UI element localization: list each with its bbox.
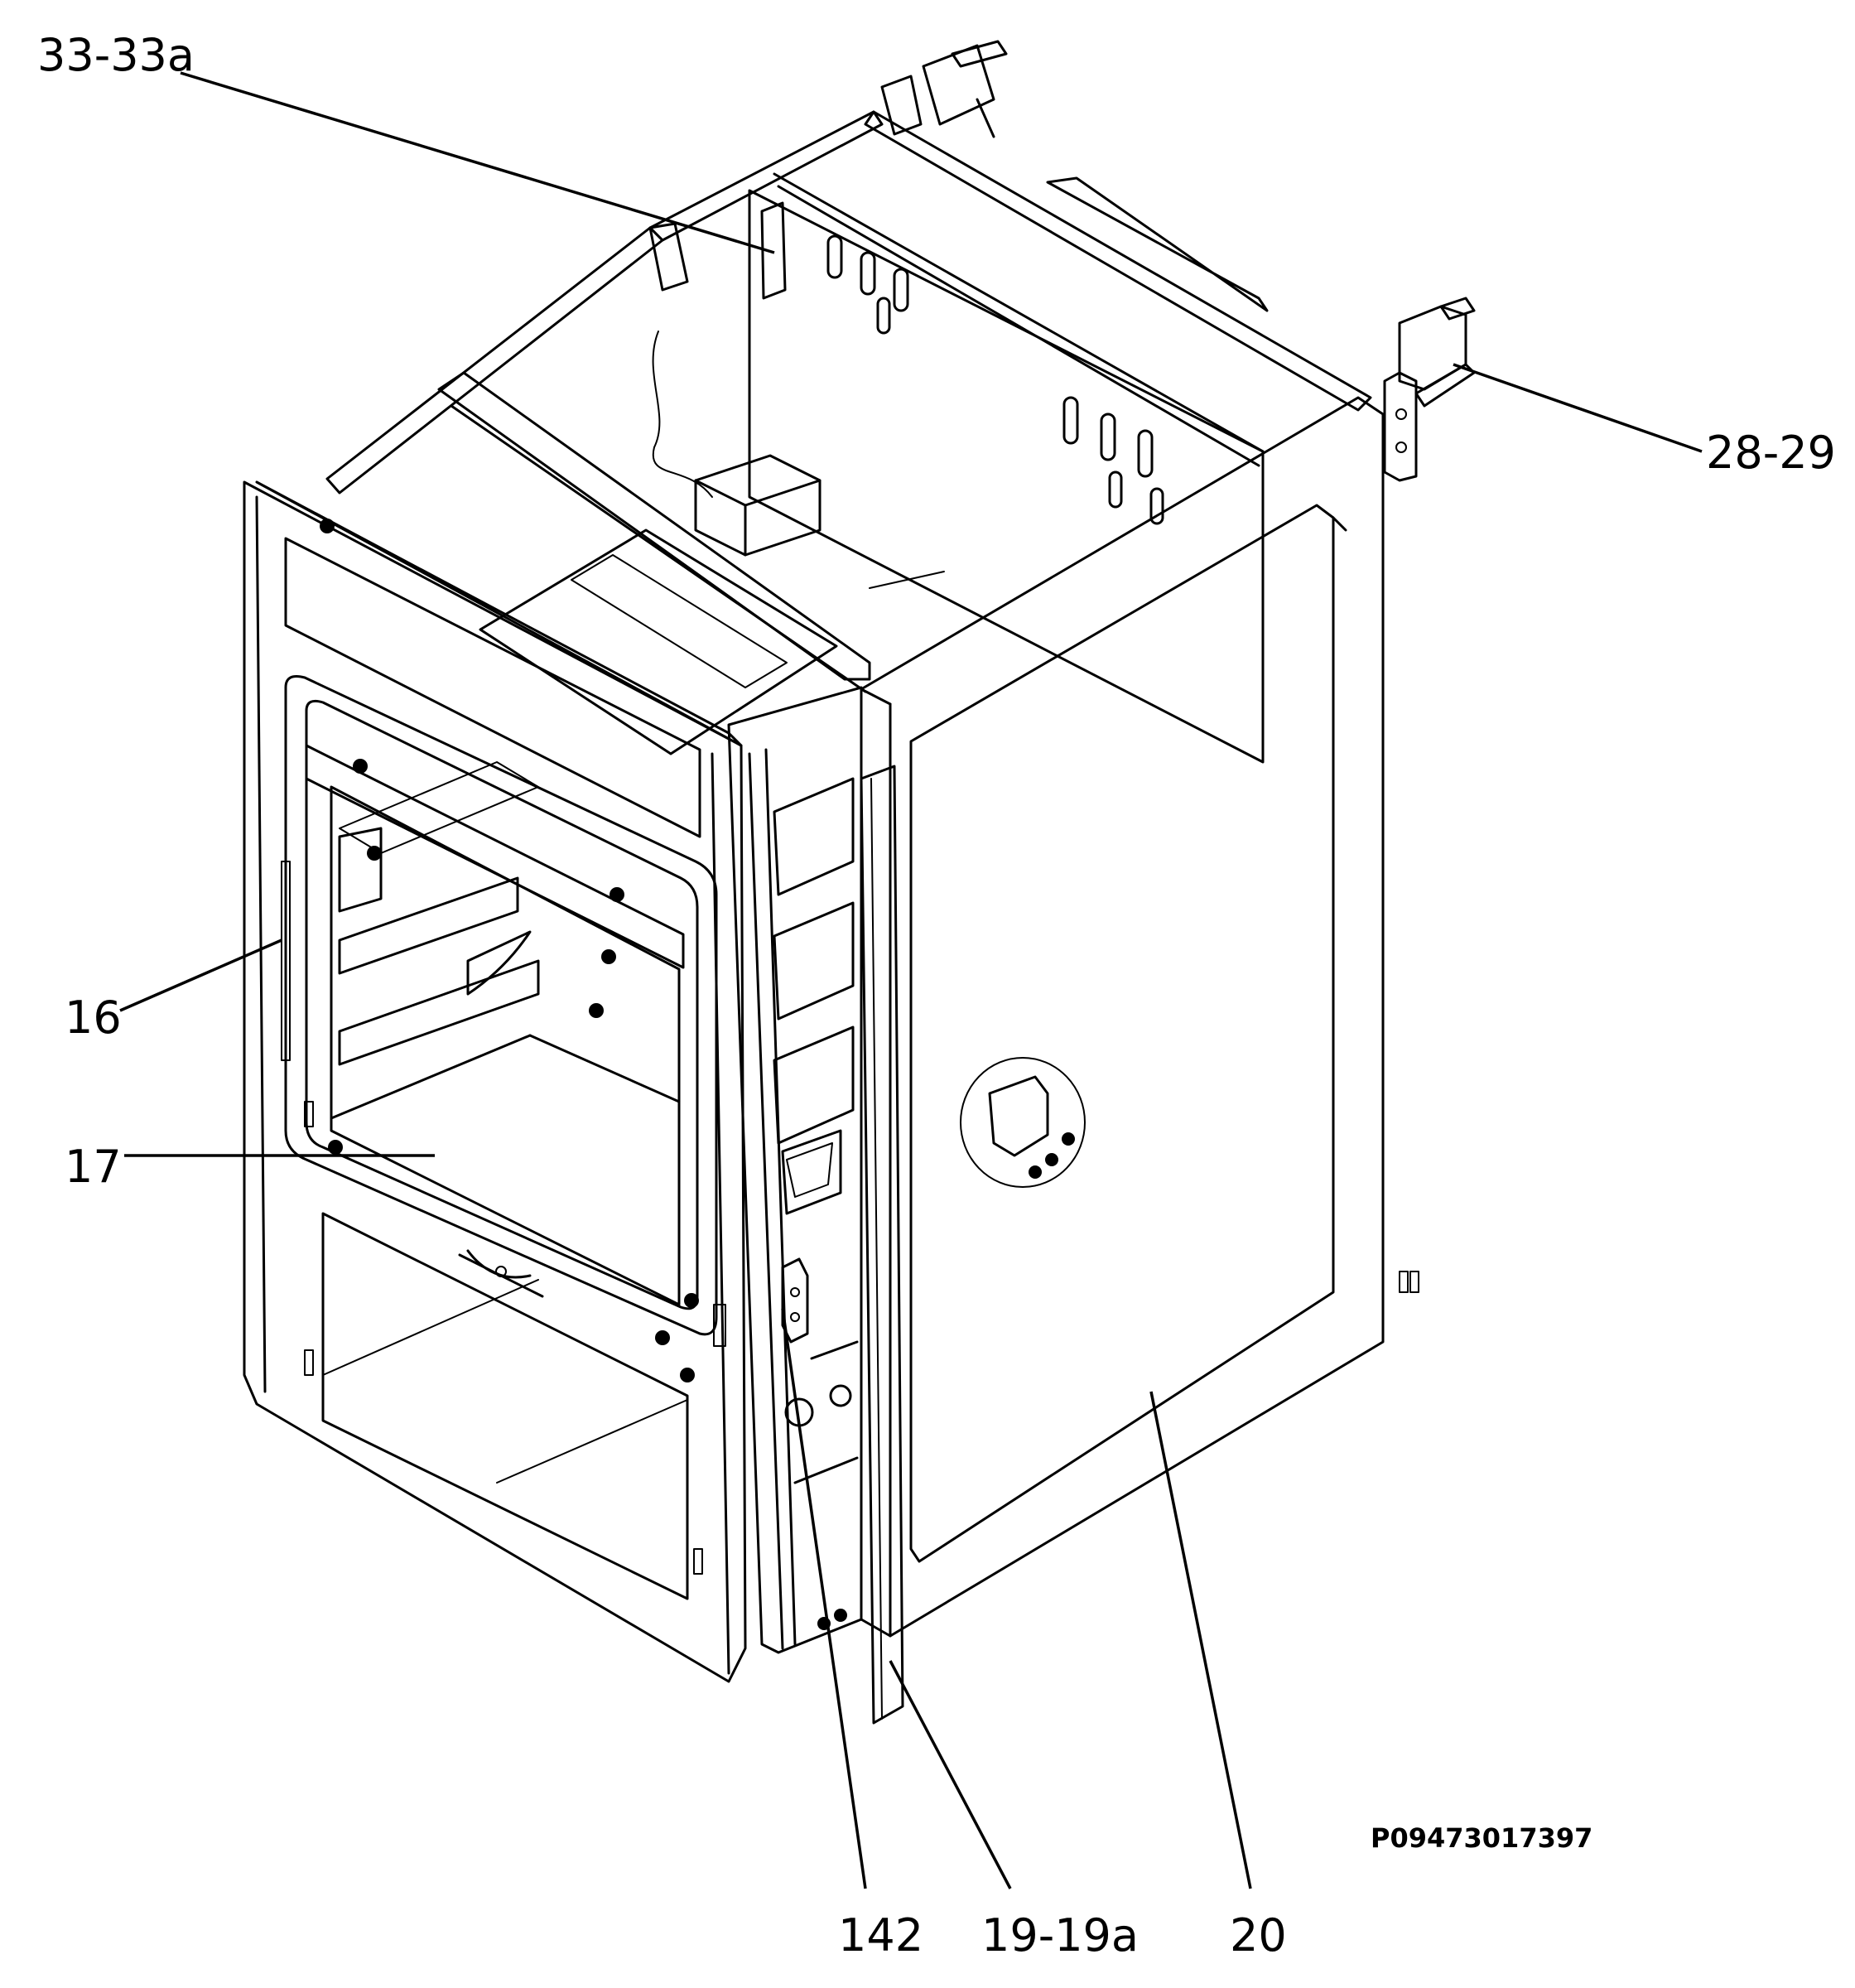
leader-20 — [1149, 1391, 1252, 1889]
leader-33-33a — [180, 71, 775, 254]
oven-cavity — [727, 686, 863, 1654]
side-panel — [860, 396, 1419, 1638]
leader-142 — [781, 1308, 867, 1889]
leader-16 — [119, 939, 282, 1012]
callout-20: 20 — [1230, 1909, 1287, 1961]
leader-19-19a — [889, 1660, 1012, 1889]
callout-16: 16 — [65, 992, 122, 1044]
callout-labels: 33-33a 28-29 16 17 142 19-19a 20 P094730… — [37, 29, 1836, 1961]
callout-33-33a: 33-33a — [37, 29, 195, 81]
front-frame — [243, 480, 747, 1683]
callout-19-19a: 19-19a — [981, 1909, 1139, 1961]
callout-142: 142 — [838, 1909, 923, 1961]
leader-lines — [119, 71, 1703, 1889]
cabinet-top-frame — [325, 40, 1372, 764]
callout-17: 17 — [65, 1141, 122, 1193]
callout-28-29: 28-29 — [1706, 427, 1836, 479]
diagram-code: P09473017397 — [1371, 1822, 1592, 1854]
mounting-bracket-right — [1383, 297, 1476, 482]
leader-28-29 — [1453, 363, 1703, 453]
trim-strip — [860, 765, 904, 1725]
